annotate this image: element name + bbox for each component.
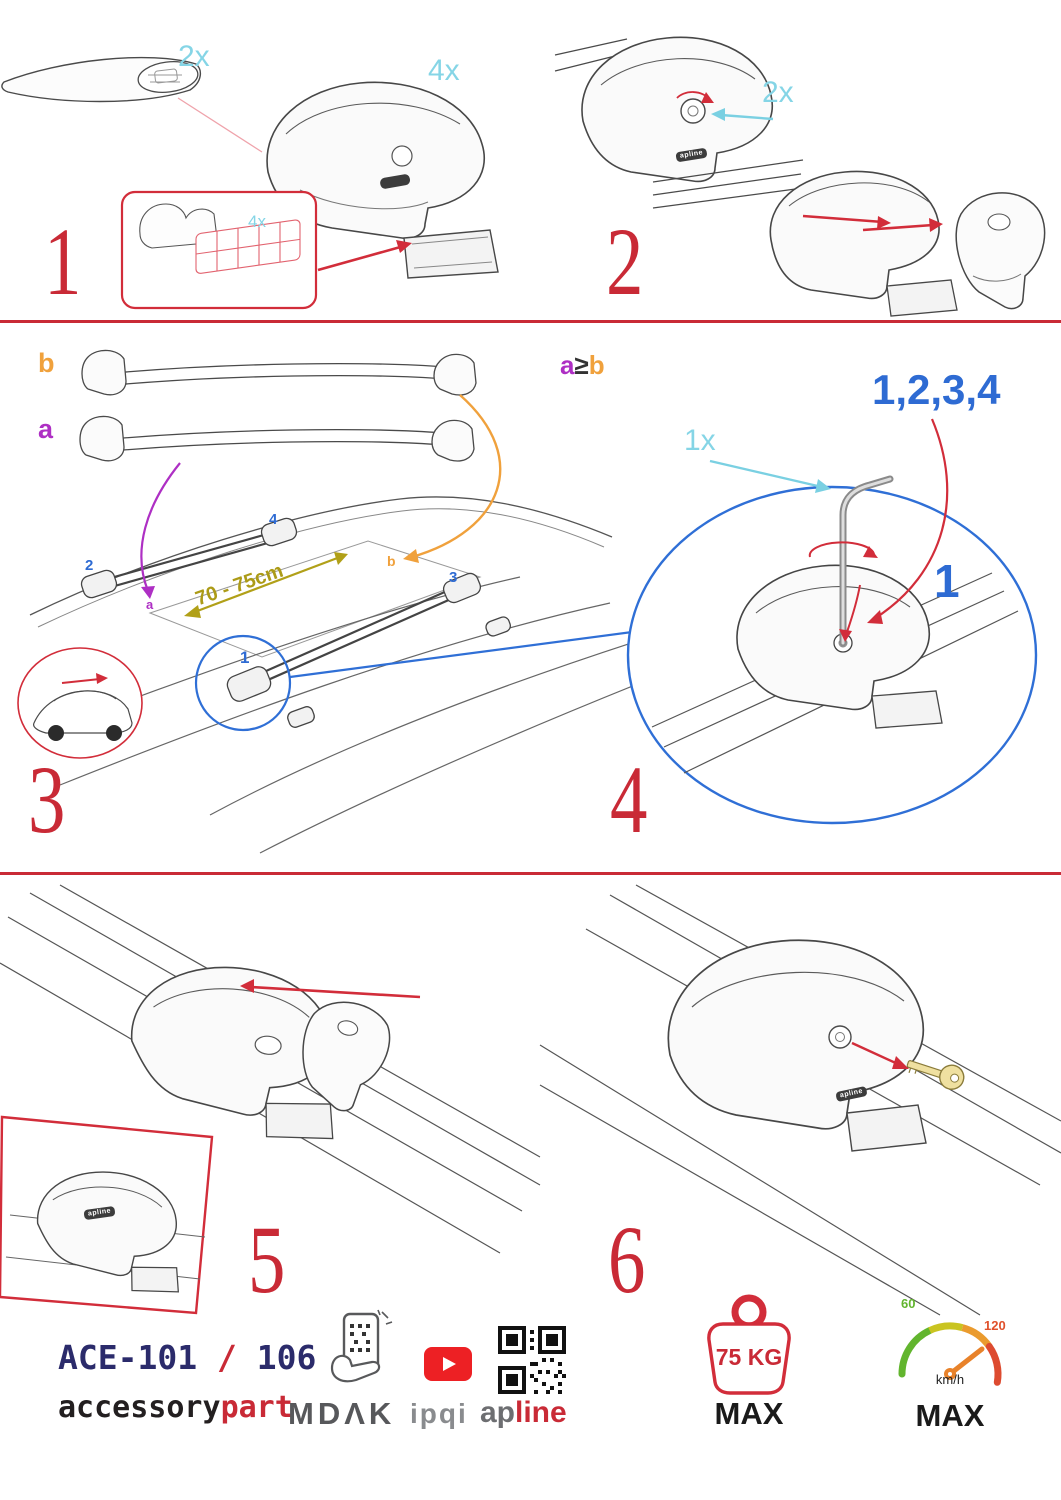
step-number-4: 4 — [610, 746, 648, 853]
crossbar-qty-label: 2x — [178, 40, 210, 73]
arrow-cyan — [709, 459, 823, 489]
crossbar-a-drawing — [79, 415, 475, 462]
car-inset — [17, 647, 143, 759]
section-divider-1 — [0, 320, 1061, 323]
arrow-orange — [411, 394, 502, 559]
step-number-1: 1 — [44, 208, 82, 315]
first-foot-label: 1 — [934, 555, 960, 607]
model-left: ACE-101 — [58, 1338, 198, 1377]
roof-foot-3-label: 3 — [449, 569, 458, 586]
locked-inset — [0, 1115, 214, 1315]
zoom-foot-drawing — [736, 564, 943, 729]
step6-diagram — [539, 884, 1061, 1316]
brand-accessory: accessory — [58, 1390, 221, 1425]
model-right: 106 — [256, 1338, 317, 1377]
speed-high-label: 120 — [984, 1318, 1006, 1333]
arrow-red-sequence — [873, 418, 949, 620]
youtube-icon — [424, 1347, 472, 1381]
foot-drawing — [266, 81, 499, 279]
step4-diagram — [626, 418, 1038, 825]
step-number-2: 2 — [606, 208, 644, 315]
pads-inset — [120, 190, 318, 310]
arrow-red — [851, 1041, 901, 1067]
qr-code — [498, 1326, 566, 1394]
speed-unit-label: km/h — [935, 1372, 965, 1387]
brand-logo: accessorypart — [58, 1390, 293, 1425]
measure-arrow — [191, 555, 341, 615]
apline-logo: apline — [480, 1396, 567, 1430]
foot-rear-part-drawing — [302, 1001, 391, 1112]
allen-key-qty-label: 1x — [684, 424, 716, 457]
step-number-5: 5 — [248, 1206, 286, 1313]
weight-value: 75 KG — [715, 1344, 783, 1370]
foot-with-key-drawing — [667, 939, 927, 1152]
arrow-red — [317, 244, 405, 272]
weight-limit-icon — [707, 1294, 791, 1395]
step2-diagram — [554, 36, 1046, 317]
pointer-line — [177, 97, 263, 153]
hand-scan-icon — [330, 1309, 393, 1383]
tighten-sequence-label: 1,2,3,4 — [872, 366, 1001, 413]
roof-foot-2-label: 2 — [85, 557, 94, 574]
step-number-3: 3 — [28, 746, 66, 853]
compare-op: ≥ — [574, 350, 589, 380]
apline-line: line — [515, 1396, 567, 1429]
step1-diagram — [1, 56, 499, 310]
zoom-circle — [194, 634, 292, 732]
bar-end-drawing — [1, 56, 202, 103]
roof-foot-4-label: 4 — [269, 511, 278, 528]
crossbar-b-drawing — [81, 349, 477, 396]
arrow-red — [249, 985, 421, 999]
key-drawing — [906, 1060, 965, 1090]
arrow-red — [862, 223, 934, 232]
mdak-logo: MDΛK — [288, 1396, 396, 1431]
rubber-pads — [195, 219, 301, 274]
car-roof-drawing — [29, 496, 661, 854]
cover-piece-drawing — [955, 192, 1046, 310]
crossbar-b-label: b — [38, 348, 55, 378]
arrow-blue — [289, 629, 641, 679]
foot-with-lock-drawing — [554, 36, 773, 183]
section-divider-2 — [0, 872, 1061, 875]
ipqi-logo: ipqi — [410, 1398, 468, 1429]
model-slash: / — [216, 1338, 237, 1377]
step-number-6: 6 — [608, 1206, 646, 1313]
step3-diagram — [17, 349, 661, 854]
pad-qty-label: 4x — [248, 212, 266, 231]
speed-low-label: 60 — [901, 1296, 916, 1311]
crossbar-a-label: a — [38, 414, 54, 444]
weight-max-label: MAX — [714, 1396, 784, 1431]
roof-foot-1-label: 1 — [240, 648, 250, 667]
speed-max-label: MAX — [915, 1398, 985, 1433]
compare-b: b — [588, 350, 605, 380]
compare-label: a≥b — [560, 350, 605, 381]
allen-key-drawing — [839, 475, 894, 647]
foot-front-drawing — [131, 966, 334, 1140]
apline-ap: ap — [480, 1396, 516, 1429]
foot-qty-label: 4x — [428, 54, 460, 87]
arrow-cyan — [720, 113, 774, 121]
arrow-purple — [140, 462, 181, 592]
speedometer-icon — [898, 1322, 1002, 1386]
key-qty-label: 2x — [762, 76, 794, 109]
bar-and-foot-drawing — [652, 159, 958, 317]
model-number: ACE-101 / 106 — [58, 1338, 316, 1377]
brand-part: part — [220, 1390, 293, 1425]
roof-a-label: a — [146, 597, 154, 612]
step5-diagram — [0, 884, 541, 1315]
roof-b-label: b — [387, 553, 396, 569]
compare-a: a — [560, 350, 575, 380]
